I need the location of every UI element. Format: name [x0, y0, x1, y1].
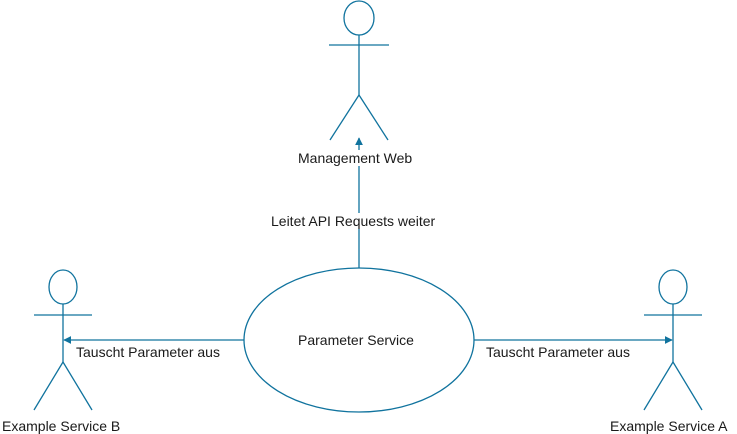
actor-example-service-b[interactable] — [33, 269, 93, 411]
actor-label-management-web: Management Web — [298, 150, 413, 166]
actor-left-leg — [33, 361, 64, 411]
actor-left-leg — [329, 94, 360, 141]
actor-right-leg — [358, 94, 389, 141]
actor-management-web[interactable] — [329, 0, 389, 141]
edge-label-tauscht-left: Tauscht Parameter aus — [76, 344, 220, 360]
use-case-label: Parameter Service — [298, 332, 414, 348]
actor-head — [343, 0, 375, 36]
actor-head — [48, 269, 78, 305]
actor-label-example-service-a: Example Service A — [610, 418, 728, 434]
edge-label-leitet-api-requests: Leitet API Requests weiter — [271, 213, 436, 229]
actor-left-leg — [643, 361, 674, 411]
actor-right-leg — [672, 361, 703, 411]
actor-right-leg — [62, 361, 93, 411]
actor-label-example-service-b: Example Service B — [2, 418, 121, 434]
edge-label-tauscht-right: Tauscht Parameter aus — [486, 344, 630, 360]
actor-example-service-a[interactable] — [643, 269, 703, 411]
actor-head — [658, 269, 688, 305]
